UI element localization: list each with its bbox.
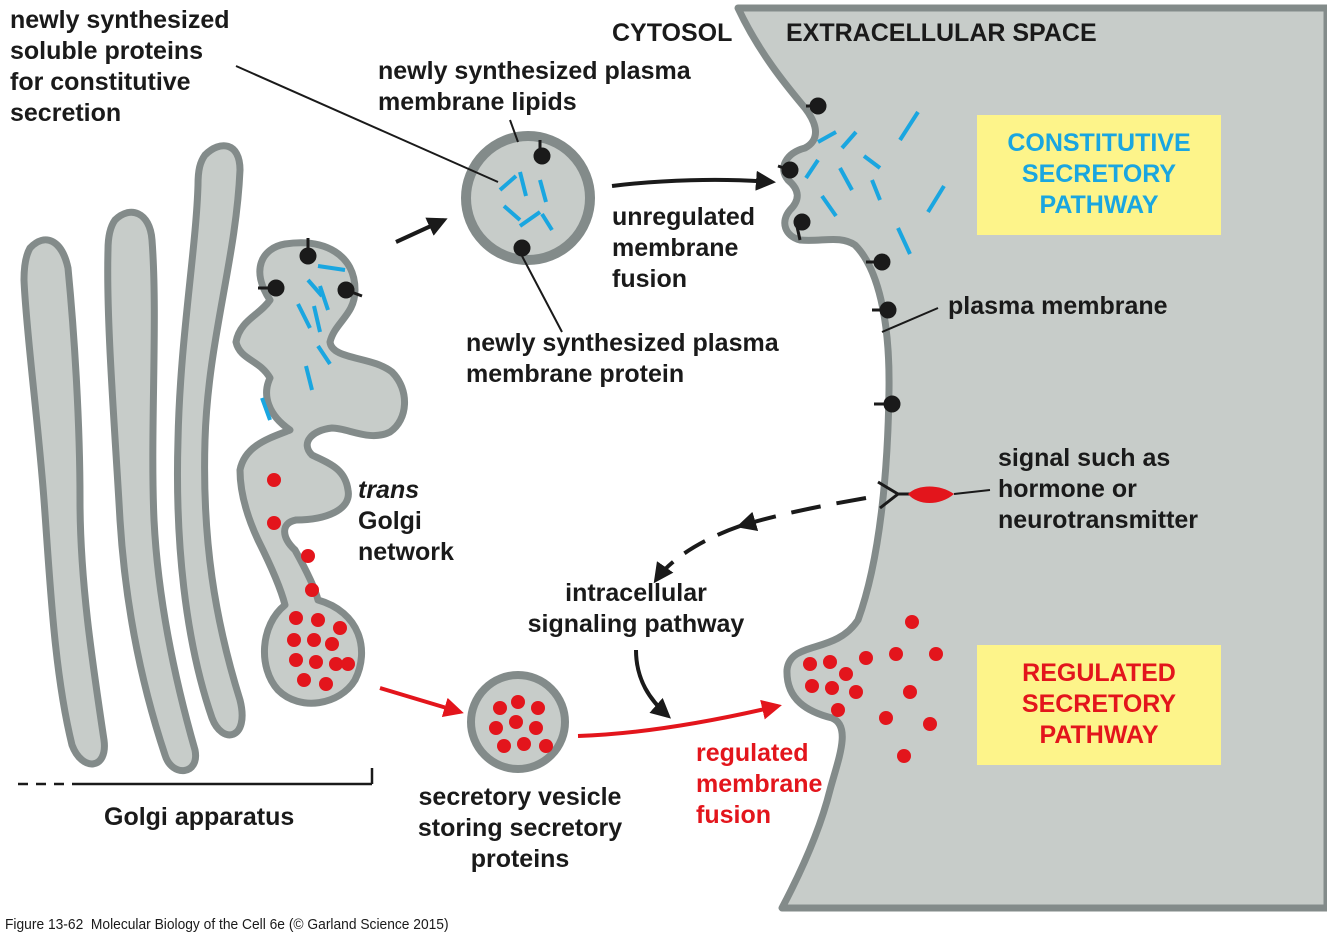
golgi-cisterna-1 [20, 236, 108, 768]
secretory-vesicle-label: secretory vesicle storing secretory prot… [417, 783, 623, 873]
intracellular-signaling-label: intracellular signaling pathway [527, 579, 745, 638]
constitutive-pathway-box: CONSTITUTIVE SECRETORY PATHWAY [977, 115, 1221, 235]
regulated-fusion-label: regulated membrane fusion [696, 739, 823, 829]
soluble-proteins-label: newly synthesized soluble proteins for c… [10, 6, 230, 127]
cytosol-label: CYTOSOL [612, 19, 733, 47]
unregulated-fusion-label: unregulated membrane fusion [612, 203, 756, 293]
signal-label: signal such as hormone or neurotransmitt… [998, 444, 1199, 534]
regulated-pathway-title: REGULATED SECRETORY PATHWAY [1021, 659, 1177, 749]
pathway-arrows [395, 170, 867, 719]
golgi-cisterna-3 [173, 142, 246, 739]
golgi-cisterna-2 [104, 208, 200, 775]
constitutive-pathway-title: CONSTITUTIVE SECRETORY PATHWAY [1007, 129, 1191, 219]
golgi-network-label: Golgi network [358, 507, 454, 566]
trans-golgi-network [232, 239, 408, 707]
golgi-stack [20, 142, 246, 775]
receptor-and-signal [877, 480, 991, 510]
constitutive-vesicle [461, 131, 595, 265]
leader-lines [235, 65, 939, 333]
plasma-membrane-label: plasma membrane [948, 292, 1168, 320]
plasma-membrane-lipids-label: newly synthesized plasma membrane lipids [378, 57, 691, 116]
golgi-bracket [18, 768, 374, 786]
membrane-proteins [258, 97, 901, 413]
extracellular-label: EXTRACELLULAR SPACE [786, 19, 1097, 47]
soluble-cargo [260, 110, 946, 421]
regulated-cargo [267, 473, 943, 763]
regulated-arrows [379, 686, 782, 738]
regulated-pathway-box: REGULATED SECRETORY PATHWAY [977, 645, 1221, 765]
figure-caption: Figure 13-62 Molecular Biology of the Ce… [5, 916, 449, 933]
golgi-apparatus-label: Golgi apparatus [104, 803, 295, 831]
plasma-membrane-protein-label: newly synthesized plasma membrane protei… [466, 329, 779, 388]
trans-label: trans [358, 476, 420, 504]
